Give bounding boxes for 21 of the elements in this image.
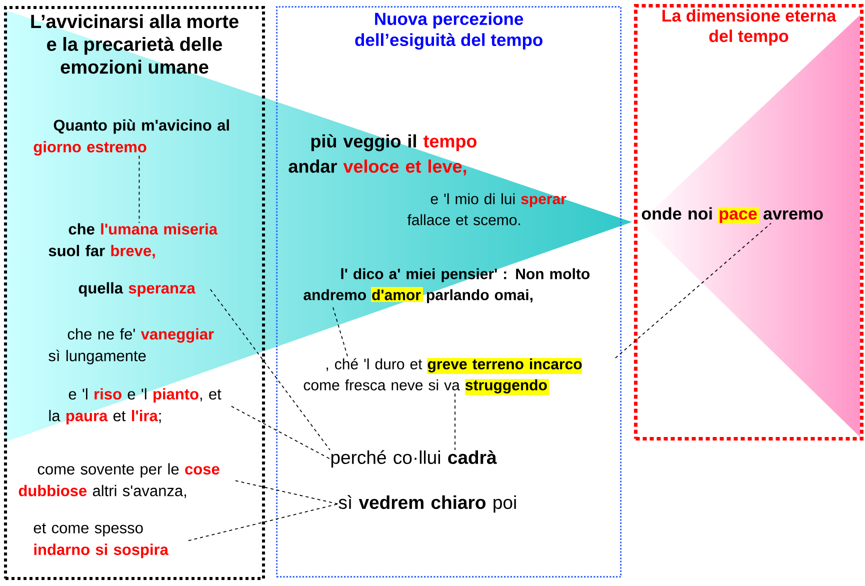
verse-text: onde noi pace avremo (642, 207, 823, 224)
verse-text: che l'umana miseria suol far breve, (48, 223, 218, 259)
verse-text: et come spesso indarno si sospira (34, 523, 169, 558)
leader-line (454, 393, 456, 450)
verse-text: Quanto più m'avicino al giorno estremo (34, 119, 229, 156)
leader-line (188, 503, 338, 542)
leader-line (234, 480, 338, 504)
leader-line (210, 288, 330, 450)
verse-text: perché co·llui cadrà (331, 450, 497, 468)
leader-line (138, 155, 140, 224)
verse-text: più veggio il tempo andar veloce et leve, (288, 134, 476, 176)
verse-text: e 'l mio di lui sperar fallace et scemo. (407, 193, 566, 226)
verse-text: come sovente per le cose dubbiose altri s'avanza, (18, 463, 220, 498)
verse-text: quella speranza (78, 282, 196, 297)
verse-text: sì vedrem chiaro poi (338, 495, 516, 513)
verse-text: , ché 'l duro et greve terreno incarco come fresca neve si va struggendo (304, 358, 582, 394)
verse-text: e 'l riso e 'l pianto, et la paura et l'ira; (49, 388, 222, 424)
leader-line (230, 406, 330, 460)
leader-line (614, 222, 772, 358)
leader-line (332, 306, 348, 358)
verse-text: che ne fe' vaneggiar sì lungamente (48, 328, 214, 364)
